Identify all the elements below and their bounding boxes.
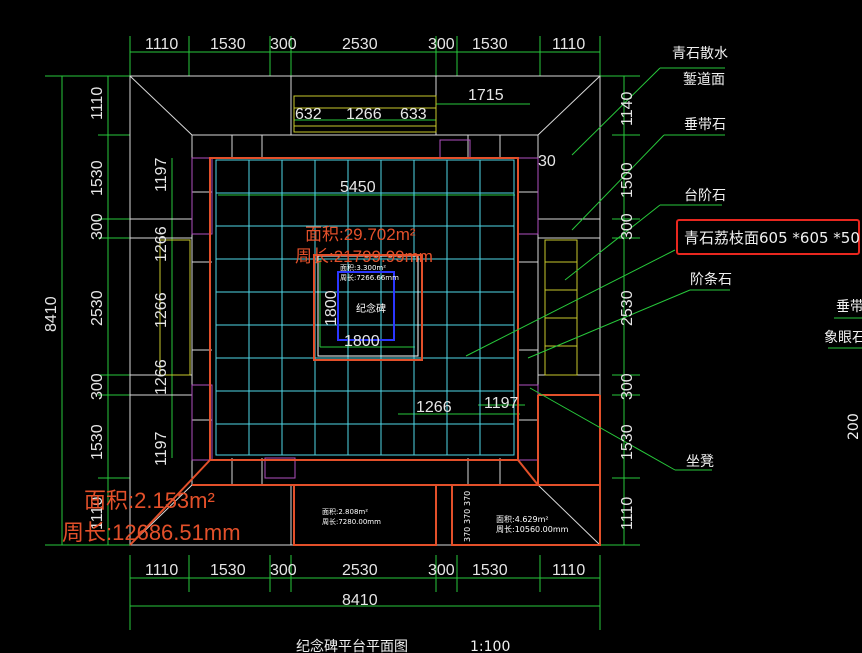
dim-bottom-5: 300 bbox=[428, 562, 455, 579]
dim-top-1: 1110 bbox=[145, 36, 178, 53]
dim-left-total: 8410 bbox=[43, 296, 60, 332]
label-apron-1: 青石散水 bbox=[672, 46, 728, 62]
dim-bottom-6: 1530 bbox=[472, 562, 508, 579]
label-seat: 坐凳 bbox=[686, 454, 714, 470]
dim-step-3: 633 bbox=[400, 106, 427, 123]
area-bottom-mid-1: 面积:2.808m² bbox=[322, 507, 368, 516]
label-curb: 垂带石 bbox=[684, 117, 726, 133]
stair-dim-2: 370 bbox=[463, 509, 472, 524]
step-stones bbox=[159, 95, 578, 376]
label-strip: 阶条石 bbox=[690, 271, 732, 288]
dim-left-5: 300 bbox=[89, 373, 106, 400]
dim-right-2: 1500 bbox=[619, 162, 636, 198]
left-dimensions: 1110 1530 300 2530 300 1530 1110 8410 11… bbox=[43, 87, 170, 530]
paving-grid bbox=[215, 159, 515, 456]
dim-left-inner-4: 1266 bbox=[153, 359, 170, 395]
top-dimensions: 1110 1530 300 2530 300 1530 1110 bbox=[145, 36, 585, 53]
dim-top-6: 1530 bbox=[472, 36, 508, 53]
dim-step-1: 632 bbox=[295, 106, 322, 123]
dim-left-1: 1110 bbox=[89, 87, 106, 120]
area-main-2: 周长:21799.99mm bbox=[295, 247, 433, 266]
area-labels: 面积:29.702m² 周长:21799.99mm 面积:2.153m² 周长:… bbox=[62, 225, 433, 545]
dim-top-2: 1530 bbox=[210, 36, 246, 53]
dim-right-1: 1140 bbox=[619, 91, 636, 126]
dim-right-3: 300 bbox=[619, 213, 636, 240]
monument-name: 纪念碑 bbox=[356, 302, 386, 315]
dim-monument-height: 1800 bbox=[323, 290, 340, 326]
dim-step-2: 1266 bbox=[346, 106, 382, 123]
dim-bottom-4: 2530 bbox=[342, 562, 378, 579]
dim-left-3: 300 bbox=[89, 213, 106, 240]
dim-monument-width: 1800 bbox=[344, 333, 380, 350]
dim-left-inner-1: 1197 bbox=[153, 157, 170, 192]
dim-inner-width: 5450 bbox=[340, 179, 376, 196]
area-outer-2: 周长:12686.51mm bbox=[62, 520, 241, 545]
drawing-title: 纪念碑平台平面图 bbox=[296, 638, 408, 653]
dim-right-4: 2530 bbox=[619, 290, 636, 326]
label-apron-2: 錾道面 bbox=[683, 71, 725, 88]
dim-right-6: 1530 bbox=[619, 424, 636, 460]
dim-bottom-3: 300 bbox=[270, 562, 297, 579]
area-bottom-mid-2: 周长:7280.00mm bbox=[322, 517, 381, 526]
dim-bottom-1: 1110 bbox=[145, 562, 178, 579]
dim-left-inner-2: 1266 bbox=[153, 226, 170, 262]
dim-right-5: 300 bbox=[619, 373, 636, 400]
label-paving: 青石荔枝面605 *605 *50 bbox=[684, 229, 860, 247]
bottom-dimensions: 1110 1530 300 2530 300 1530 1110 8410 bbox=[145, 562, 585, 609]
right-dimensions: 1140 1500 300 2530 300 1530 1110 bbox=[619, 91, 636, 530]
dim-left-4: 2530 bbox=[89, 290, 106, 326]
area-main-1: 面积:29.702m² bbox=[305, 225, 416, 244]
drawing-scale: 1:100 bbox=[470, 639, 510, 653]
area-bottom-right-2: 周长:10560.00mm bbox=[496, 524, 569, 534]
label-right-cut-3: 200 bbox=[846, 413, 862, 440]
dim-right-7: 1110 bbox=[619, 497, 636, 530]
dim-left-6: 1530 bbox=[89, 424, 106, 460]
dim-bottom-7: 1110 bbox=[552, 562, 585, 579]
area-monument-1: 面积:3.300m² bbox=[340, 263, 386, 272]
dim-step-right: 1715 bbox=[468, 87, 504, 104]
label-step-stone: 台阶石 bbox=[684, 188, 726, 204]
dim-small-c: 30 bbox=[538, 153, 556, 170]
highlight-box bbox=[676, 219, 860, 255]
dim-bottom-total: 8410 bbox=[342, 592, 378, 609]
monument bbox=[337, 271, 395, 341]
label-right-cut-2: 象眼石 bbox=[824, 330, 862, 346]
dim-top-5: 300 bbox=[428, 36, 455, 53]
annotation-labels: 青石散水 錾道面 垂带石 台阶石 青石荔枝面605 *605 *50 阶条石 坐… bbox=[672, 46, 862, 470]
platform-outlines bbox=[129, 157, 601, 546]
stair-dim-1: 370 bbox=[463, 491, 472, 506]
area-monument-2: 周长:7266.66mm bbox=[340, 273, 399, 282]
stair-dim-3: 370 bbox=[463, 527, 472, 542]
dim-left-inner-3: 1266 bbox=[153, 292, 170, 328]
dim-top-7: 1110 bbox=[552, 36, 585, 53]
inner-dimensions: 632 1266 633 1715 5450 30 1800 1800 1266… bbox=[295, 87, 556, 416]
area-bottom-right-1: 面积:4.629m² bbox=[496, 514, 549, 524]
dim-top-4: 2530 bbox=[342, 36, 378, 53]
dim-left-7: 1110 bbox=[89, 497, 106, 530]
dim-left-2: 1530 bbox=[89, 160, 106, 196]
area-outer-1: 面积:2.153m² bbox=[84, 488, 215, 513]
leader-lines bbox=[465, 67, 862, 471]
dim-small-a: 1266 bbox=[416, 399, 452, 416]
dimension-lines bbox=[45, 36, 640, 630]
small-area-labels: 面积:3.300m² 周长:7266.66mm 纪念碑 面积:2.808m² 周… bbox=[322, 263, 569, 542]
dim-left-inner-5: 1197 bbox=[153, 431, 170, 466]
dim-bottom-2: 1530 bbox=[210, 562, 246, 579]
dim-small-b: 1197 bbox=[484, 395, 519, 412]
label-right-cut-1: 垂带 bbox=[836, 299, 862, 315]
dim-top-3: 300 bbox=[270, 36, 297, 53]
